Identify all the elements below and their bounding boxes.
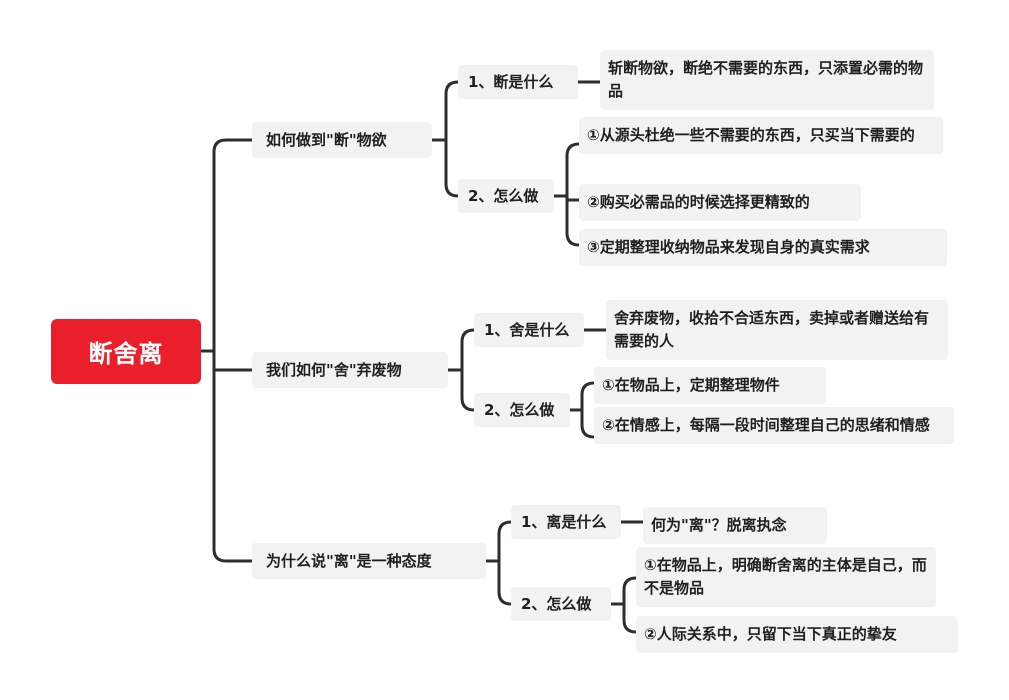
leaf-text: 何为"离"？脱离执念 <box>651 516 787 534</box>
leaf-duan-how-2[interactable]: ②购买必需品的时候选择更精致的 <box>579 184 861 221</box>
leaf-text: 舍弃废物，收拾不合适东西，卖掉或者赠送给有需要的人 <box>614 309 930 350</box>
subtopic-label: 2、怎么做 <box>521 594 592 613</box>
leaf-text: ①在物品上，明确断舍离的主体是自己，而不是物品 <box>644 556 927 597</box>
leaf-text: ②在情感上，每隔一段时间整理自己的思绪和情感 <box>602 416 930 434</box>
subtopic-duan-how[interactable]: 2、怎么做 <box>458 179 554 213</box>
leaf-li-definition[interactable]: 何为"离"？脱离执念 <box>643 507 827 544</box>
subtopic-label: 2、怎么做 <box>484 400 555 419</box>
subtopic-she-how[interactable]: 2、怎么做 <box>474 393 570 427</box>
leaf-text: ①从源头杜绝一些不需要的东西，只买当下需要的 <box>587 126 915 144</box>
root-topic-label: 断舍离 <box>88 340 164 368</box>
leaf-she-how-1[interactable]: ①在物品上，定期整理物件 <box>594 367 826 404</box>
subtopic-label: 1、离是什么 <box>521 512 607 531</box>
topic-label: 我们如何"舍"弃废物 <box>266 360 402 379</box>
leaf-she-definition[interactable]: 舍弃废物，收拾不合适东西，卖掉或者赠送给有需要的人 <box>606 300 948 360</box>
leaf-text: ②人际关系中，只留下当下真正的挚友 <box>644 625 897 643</box>
subtopic-label: 2、怎么做 <box>468 186 539 205</box>
leaf-text: 斩断物欲，断绝不需要的东西，只添置必需的物品 <box>608 59 924 100</box>
topic-duan[interactable]: 如何做到"断"物欲 <box>252 122 432 158</box>
leaf-she-how-2[interactable]: ②在情感上，每隔一段时间整理自己的思绪和情感 <box>594 407 954 444</box>
leaf-li-how-1[interactable]: ①在物品上，明确断舍离的主体是自己，而不是物品 <box>636 547 936 607</box>
topic-li[interactable]: 为什么说"离"是一种态度 <box>252 543 486 579</box>
leaf-duan-how-3[interactable]: ③定期整理收纳物品来发现自身的真实需求 <box>579 229 947 266</box>
subtopic-she-what[interactable]: 1、舍是什么 <box>474 313 584 347</box>
topic-label: 为什么说"离"是一种态度 <box>266 551 432 570</box>
leaf-text: ②购买必需品的时候选择更精致的 <box>587 193 810 211</box>
subtopic-label: 1、断是什么 <box>468 72 554 91</box>
topic-label: 如何做到"断"物欲 <box>266 130 387 149</box>
leaf-li-how-2[interactable]: ②人际关系中，只留下当下真正的挚友 <box>636 616 958 653</box>
subtopic-li-how[interactable]: 2、怎么做 <box>511 587 611 621</box>
leaf-duan-how-1[interactable]: ①从源头杜绝一些不需要的东西，只买当下需要的 <box>579 117 943 154</box>
leaf-text: ③定期整理收纳物品来发现自身的真实需求 <box>587 238 870 256</box>
subtopic-label: 1、舍是什么 <box>484 320 570 339</box>
subtopic-li-what[interactable]: 1、离是什么 <box>511 505 621 539</box>
leaf-duan-definition[interactable]: 斩断物欲，断绝不需要的东西，只添置必需的物品 <box>600 50 934 110</box>
leaf-text: ①在物品上，定期整理物件 <box>602 376 780 394</box>
subtopic-duan-what[interactable]: 1、断是什么 <box>458 65 578 99</box>
root-topic[interactable]: 断舍离 <box>51 319 201 384</box>
topic-she[interactable]: 我们如何"舍"弃废物 <box>252 352 448 388</box>
